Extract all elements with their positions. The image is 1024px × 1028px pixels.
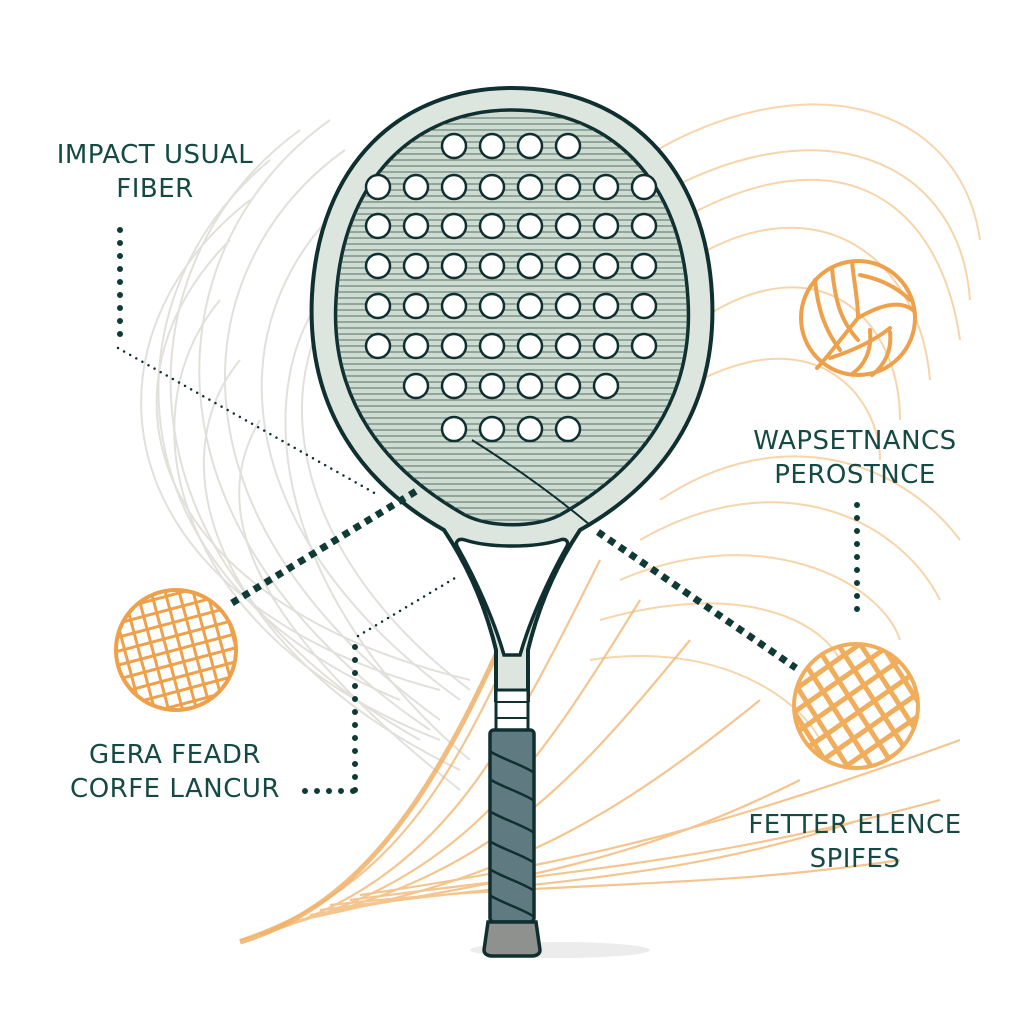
callout-label-right-lower: FETTER ELENCE SPIFES (720, 808, 990, 876)
callout-label-line: CORFE LANCUR (70, 774, 280, 804)
callout-label-line: IMPACT USUAL (56, 140, 254, 170)
callout-label-line: GERA FEADR (89, 740, 261, 770)
callout-label-line: FETTER ELENCE (748, 810, 962, 840)
leader-line-left-lower (302, 576, 457, 794)
callout-label-line: SPIFES (809, 844, 901, 874)
leader-line-left-mesh (230, 487, 420, 606)
grip (488, 728, 536, 924)
callout-label-left-lower: GERA FEADR CORFE LANCUR (50, 738, 300, 806)
swoosh-lines-gray (140, 119, 471, 791)
racket (309, 85, 715, 958)
callout-label-line: PEROSTNCE (774, 460, 936, 490)
grip-wraps (490, 750, 534, 918)
callout-label-right-upper: WAPSETNANCS PEROSTNCE (730, 424, 980, 492)
callout-label-top-left: IMPACT USUAL FIBER (30, 138, 280, 206)
callout-label-line: WAPSETNANCS (753, 426, 957, 456)
face-diagonal-line (471, 439, 591, 526)
leader-line-right-mesh (596, 529, 798, 671)
handle-neck (494, 688, 530, 734)
leader-line-top-left (116, 227, 380, 497)
volleyball-icon (799, 259, 917, 377)
racket-throat-opening (454, 537, 570, 657)
callout-label-line: FIBER (116, 174, 194, 204)
face-holes (364, 132, 658, 443)
butt-cap (482, 920, 542, 958)
